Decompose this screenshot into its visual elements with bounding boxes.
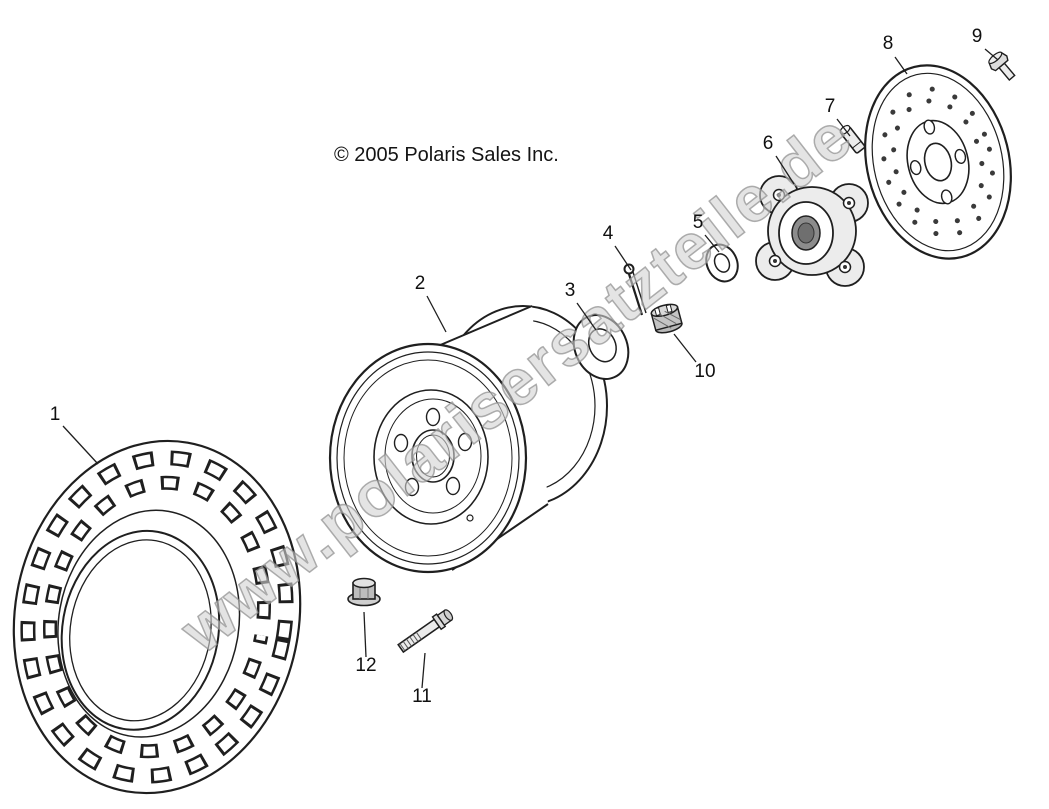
tire-drawing [12, 439, 302, 795]
leader-line-4 [614, 245, 632, 271]
disc-vent-holes-inner [891, 98, 985, 226]
tire-tread-ring-outer-fill [22, 452, 292, 782]
wheel-bolt-threads [399, 631, 422, 652]
wheel-hub-drawing [755, 175, 869, 287]
rim-valve-hole [466, 514, 474, 522]
tire-bead-lip [69, 539, 212, 722]
rim-lug-hole [404, 477, 420, 497]
leader-line-9 [984, 48, 999, 61]
cotter-pin-drawing [623, 263, 647, 316]
rim-front-ring-1 [336, 351, 520, 565]
disc-center-bore [923, 142, 953, 182]
callout-number-5: 5 [693, 212, 704, 233]
stud-shoulder [852, 140, 862, 149]
flange-nut-drawing [347, 577, 381, 607]
watermark-text: www.polarisersatzteile.de [166, 99, 865, 667]
callout-number-11: 11 [412, 686, 432, 707]
cotter-pin-leg-1 [627, 273, 644, 316]
spacer-drawing [572, 314, 630, 380]
callout-number-4: 4 [603, 223, 614, 244]
callout-number-1: 1 [50, 404, 61, 425]
rim-center-plate [384, 398, 482, 514]
callout-number-3: 3 [565, 280, 576, 301]
rim-center-bore [411, 429, 455, 483]
washer-inner [713, 253, 731, 273]
washer-drawing [705, 243, 739, 283]
leader-line-11 [421, 652, 426, 689]
hub-stud-tip [847, 201, 851, 205]
callout-numbers: 1 2 3 4 5 6 7 8 9 10 11 12 [50, 26, 983, 707]
leader-line-5 [704, 234, 720, 253]
leader-line-3 [576, 302, 597, 331]
castle-nut-drawing [650, 303, 683, 334]
cotter-pin-leg-2 [632, 271, 647, 314]
callout-leader-lines [62, 48, 999, 689]
disc-bolt-hole [940, 189, 953, 205]
copyright-text: © 2005 Polaris Sales Inc. [334, 144, 559, 166]
tire-tread-ring-inner-fill [45, 478, 269, 756]
rim-lug-hole [393, 433, 409, 453]
leader-line-7 [836, 118, 851, 137]
callout-number-2: 2 [415, 273, 426, 294]
rim-lug-hole [445, 476, 461, 496]
callout-number-6: 6 [763, 133, 774, 154]
tire-bead-opening [60, 529, 221, 731]
callout-number-9: 9 [972, 26, 983, 47]
leader-line-6 [775, 155, 795, 185]
castle-nut-slot [654, 307, 661, 317]
disc-friction-ring [871, 72, 1005, 252]
wheel-rim-drawing [328, 305, 608, 574]
castle-nut-slot [665, 304, 673, 314]
hub-bore-inner [797, 222, 815, 244]
leader-line-8 [894, 56, 908, 75]
hub-stud-tip [773, 259, 777, 263]
hub-stud-tip [777, 193, 781, 197]
brake-disc-drawing [864, 64, 1012, 260]
disc-bolt-hole [909, 159, 922, 176]
disc-vent-holes-outer [881, 86, 995, 238]
leader-line-2 [426, 295, 447, 333]
rim-lug-hole [457, 432, 473, 452]
castle-nut-hatch [653, 310, 681, 329]
cotter-pin-loop [623, 263, 635, 275]
disc-bolt-hole [954, 148, 967, 165]
leader-line-10 [673, 333, 697, 363]
wheel-bolt-head-end [443, 609, 454, 621]
callout-number-8: 8 [883, 33, 894, 54]
callout-number-10: 10 [694, 361, 715, 382]
disc-bolt-hole [923, 119, 936, 135]
leader-line-1 [62, 425, 99, 465]
leader-line-12 [363, 611, 367, 658]
rim-center-bore-inner [416, 434, 450, 478]
rim-lug-hole [425, 407, 441, 427]
callout-number-7: 7 [825, 96, 836, 117]
wheel-bolt-drawing [397, 609, 454, 654]
flange-nut-top [352, 577, 376, 589]
hub-stud-tip [843, 265, 847, 269]
callout-number-12: 12 [355, 655, 376, 676]
rim-barrel-top-edge [437, 305, 533, 347]
rim-front-ring-2 [343, 359, 513, 557]
